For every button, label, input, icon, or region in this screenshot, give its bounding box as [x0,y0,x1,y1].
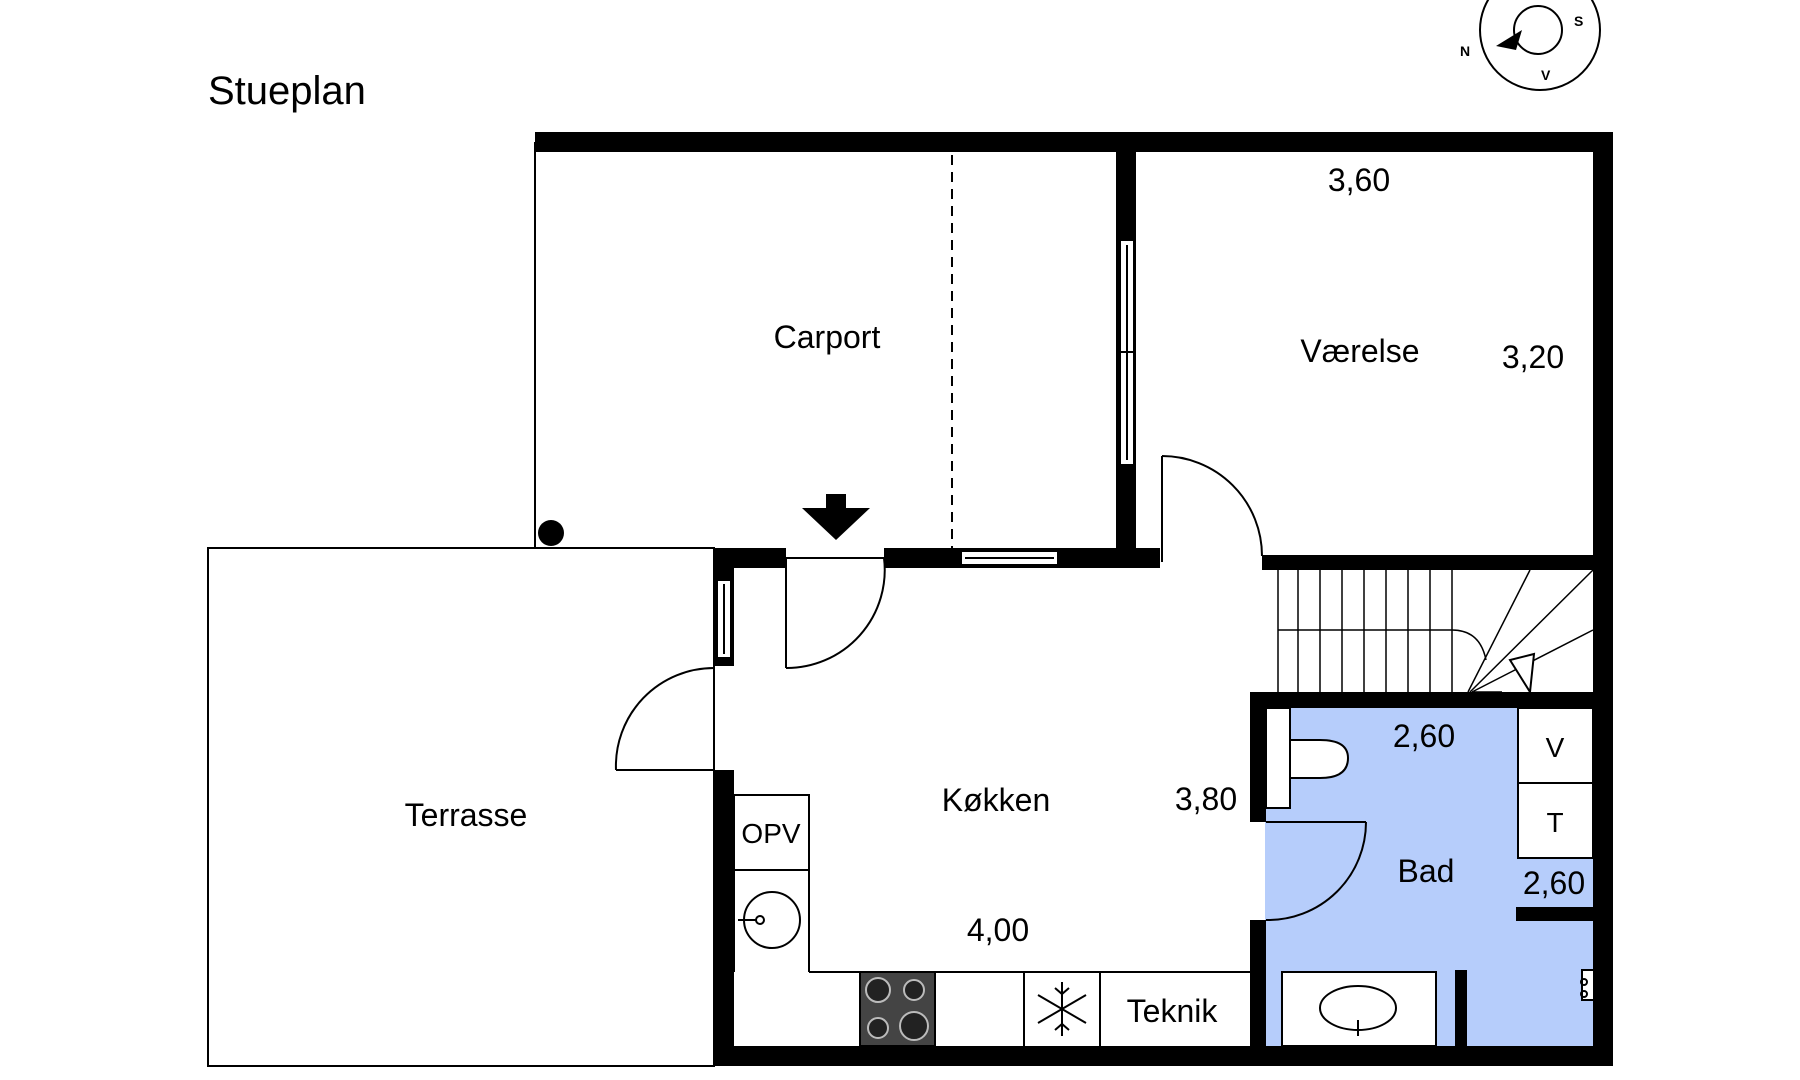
snowflake-icon [1037,982,1087,1036]
dimension-koekken-depth: 3,80 [1175,781,1237,817]
door-bathroom [1265,821,1367,922]
compass-needle-circle [1513,5,1563,55]
windows [716,239,1135,659]
dimension-bad-width: 2,60 [1393,718,1455,754]
doors [614,455,1367,922]
entrance-arrow-icon [802,494,870,540]
dimension-koekken-width: 4,00 [967,912,1029,948]
room-label-vaerelse: Værelse [1300,333,1419,369]
dimension-bad-depth: 2,60 [1523,865,1585,901]
toilet-icon [1289,739,1350,779]
shower-icon [1580,969,1595,1001]
stair-direction-arrow-icon [1508,652,1536,695]
door-terrace [614,666,715,771]
bathroom-fixtures [1265,707,1595,1047]
room-label-koekken: Køkken [942,782,1050,818]
door-entrance [785,557,886,670]
label-washer: V [1546,732,1565,763]
compass-north-label: N [1460,43,1470,59]
room-label-bad: Bad [1398,853,1455,889]
toilet-tank [1265,707,1291,809]
dryer-box [1517,782,1594,859]
compass-ring [1479,0,1601,91]
room-label-carport: Carport [774,319,881,355]
stove-icon [859,971,936,1047]
carport-outline [534,142,714,549]
sink-icon [738,891,801,949]
label-opv: OPV [741,818,800,849]
compass-south-label: S [1574,13,1583,29]
staircase [1277,569,1594,695]
compass-north-arrow-icon [1496,30,1522,50]
room-label-terrasse: Terrasse [405,797,528,833]
compass: N S V [1460,0,1601,91]
label-dryer: T [1546,807,1563,838]
dimension-vaerelse-depth: 3,20 [1502,339,1564,375]
plan-title: Stueplan [208,69,366,113]
room-label-teknik: Teknik [1127,993,1219,1029]
compass-west-label: V [1541,67,1551,83]
carport-post [538,520,564,546]
washer-box [1517,707,1594,784]
door-vaerelse [1161,455,1263,562]
dimension-vaerelse-width: 3,60 [1328,162,1390,198]
